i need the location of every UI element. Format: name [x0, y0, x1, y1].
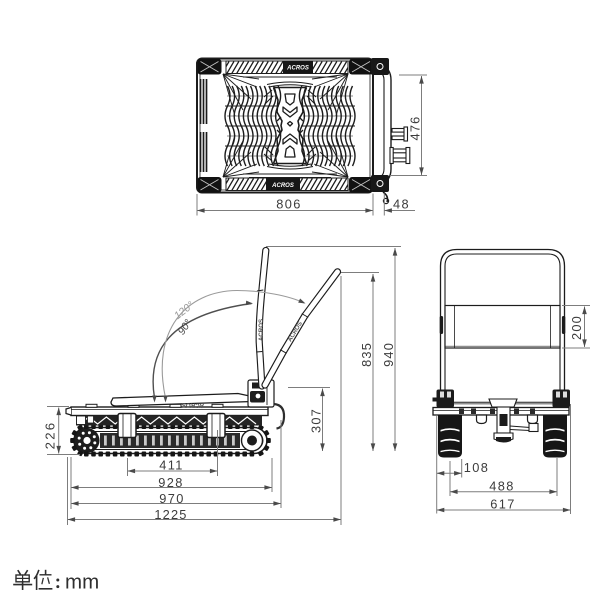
svg-text:970: 970	[159, 491, 185, 506]
svg-text:108: 108	[464, 460, 490, 475]
svg-text:617: 617	[490, 497, 516, 512]
svg-text:ACROS: ACROS	[258, 319, 265, 341]
svg-text:1225: 1225	[154, 507, 187, 522]
svg-text:ACROS: ACROS	[182, 401, 205, 409]
svg-text:48: 48	[393, 196, 410, 211]
svg-text:mm: mm	[65, 571, 99, 594]
svg-text:200: 200	[569, 315, 584, 340]
svg-text:928: 928	[158, 475, 184, 490]
svg-text:476: 476	[407, 116, 422, 141]
svg-text:ACROS: ACROS	[271, 183, 294, 189]
svg-text:806: 806	[276, 196, 302, 211]
svg-text:411: 411	[159, 457, 184, 472]
svg-text:226: 226	[43, 421, 58, 450]
svg-text:940: 940	[381, 342, 396, 367]
svg-text:ACROS: ACROS	[286, 66, 309, 72]
svg-text:488: 488	[489, 478, 515, 493]
svg-text:307: 307	[309, 408, 324, 433]
svg-text:835: 835	[359, 342, 374, 367]
